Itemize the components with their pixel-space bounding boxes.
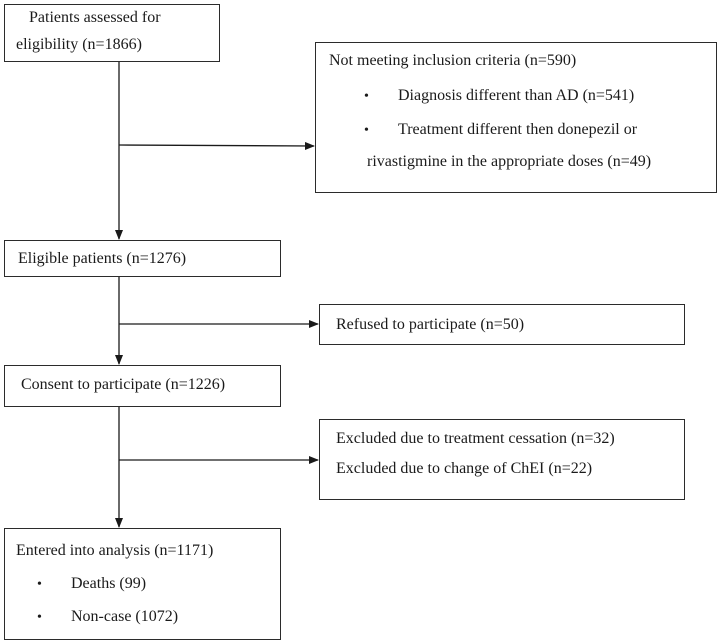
bullet-icon: •: [364, 89, 369, 104]
excluded-line-2: Excluded due to change of ChEI (n=22): [336, 460, 593, 477]
box-not-meeting-criteria: Not meeting inclusion criteria (n=590) •…: [315, 42, 717, 193]
assessed-line-1: Patients assessed for: [29, 9, 161, 26]
box-consent: Consent to participate (n=1226): [4, 365, 281, 407]
bullet-text: Non-case (1072): [71, 608, 179, 625]
arrow-to-not-meeting: [118, 141, 315, 150]
not-meeting-bullet-2: • Treatment different then donepezil or: [364, 120, 637, 141]
box-refused: Refused to participate (n=50): [319, 304, 685, 345]
bullet-text: Treatment different then donepezil or: [398, 121, 638, 138]
analysis-bullet-2: • Non-case (1072): [37, 607, 178, 628]
bullet-icon: •: [37, 610, 42, 625]
box-eligible-patients: Eligible patients (n=1276): [4, 240, 281, 277]
bullet-text: Deaths (99): [71, 575, 147, 592]
box-entered-analysis: Entered into analysis (n=1171) • Deaths (…: [4, 528, 281, 640]
refused-label: Refused to participate (n=50): [336, 316, 525, 333]
not-meeting-title: Not meeting inclusion criteria (n=590): [329, 52, 577, 69]
analysis-bullet-1: • Deaths (99): [37, 574, 146, 595]
bullet-text: Diagnosis different than AD (n=541): [398, 87, 635, 104]
excluded-line-1: Excluded due to treatment cessation (n=3…: [336, 430, 615, 447]
consent-label: Consent to participate (n=1226): [21, 376, 226, 393]
not-meeting-continuation: rivastigmine in the appropriate doses (n…: [367, 153, 652, 170]
box-patients-assessed: Patients assessed for eligibility (n=186…: [4, 4, 220, 62]
not-meeting-bullet-1: • Diagnosis different than AD (n=541): [364, 86, 634, 107]
eligible-label: Eligible patients (n=1276): [18, 250, 187, 267]
box-excluded: Excluded due to treatment cessation (n=3…: [319, 419, 685, 500]
bullet-icon: •: [364, 123, 369, 138]
analysis-title: Entered into analysis (n=1171): [16, 542, 214, 559]
bullet-icon: •: [37, 577, 42, 592]
assessed-line-2: eligibility (n=1866): [16, 36, 142, 53]
